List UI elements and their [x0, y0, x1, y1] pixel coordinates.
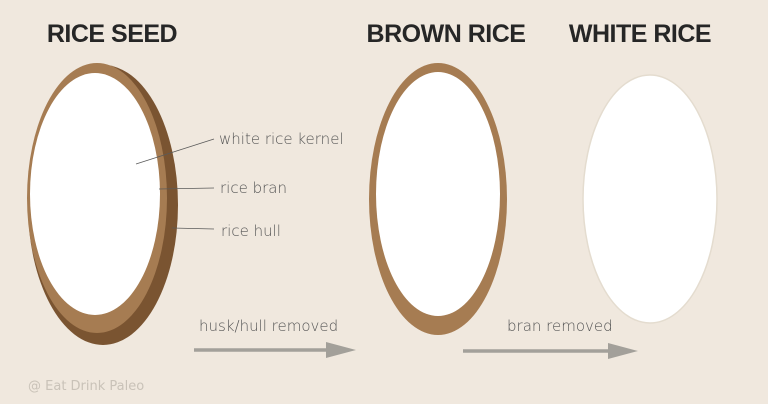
- brown-rice-kernel: [376, 72, 500, 316]
- brown-rice-grain: [369, 63, 507, 335]
- hull-leader-line: [171, 227, 215, 230]
- bran-leader-line: [158, 187, 215, 190]
- white-rice-grain: [582, 74, 718, 324]
- arrow-right-icon: [194, 342, 356, 358]
- heading-rice-seed: RICE SEED: [47, 20, 177, 48]
- step-bran-removed: bran removed: [507, 317, 613, 335]
- label-rice-bran: rice bran: [220, 179, 287, 197]
- heading-white-rice: WHITE RICE: [569, 20, 711, 48]
- kernel-leader-line: [135, 138, 215, 165]
- arrow-right-icon: [463, 343, 638, 359]
- white-rice-kernel: [30, 73, 160, 315]
- heading-brown-rice: BROWN RICE: [367, 20, 526, 48]
- watermark-credit: @ Eat Drink Paleo: [28, 379, 144, 394]
- label-white-rice-kernel: white rice kernel: [219, 130, 344, 148]
- label-rice-hull: rice hull: [221, 222, 281, 240]
- rice-seed-grain: [27, 63, 178, 345]
- step-husk-hull-removed: husk/hull removed: [199, 317, 338, 335]
